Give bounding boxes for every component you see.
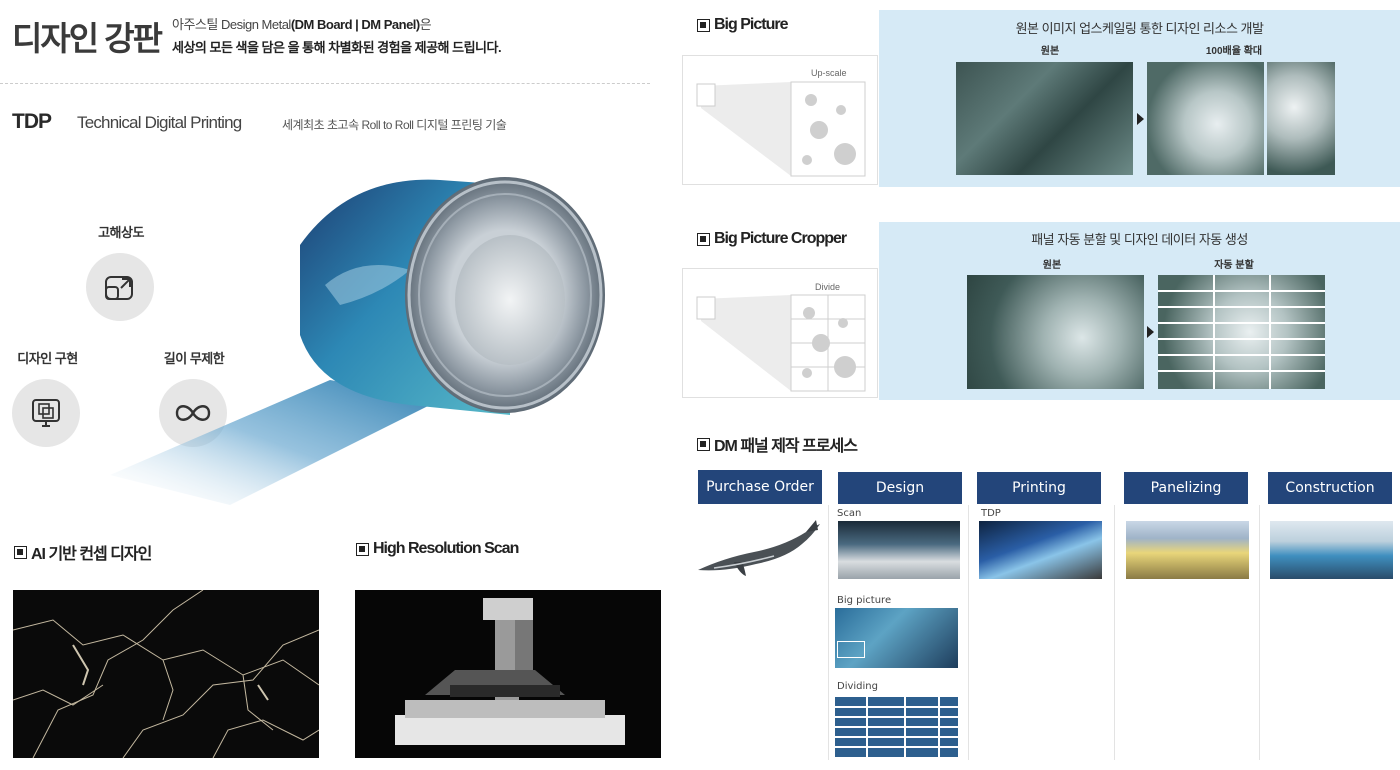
scan-image (838, 521, 960, 579)
step-printing: Printing (977, 472, 1101, 504)
divide-diagram: Divide (682, 268, 878, 398)
section-dm-process: DM 패널 제작 프로세스 (697, 432, 858, 456)
step-construction: Construction (1268, 472, 1392, 504)
zoom-100x-label: 100배율 확대 (1205, 46, 1263, 57)
feature-high-resolution: 고해상도 (86, 222, 156, 321)
checkbox-square-icon (697, 437, 710, 451)
checkbox-square-icon (14, 545, 27, 559)
auto-divide-label: 자동 분할 (1214, 260, 1254, 271)
section-high-res-scan: High Resolution Scan (356, 540, 519, 558)
steel-coil-illustration (110, 175, 620, 505)
checkbox-square-icon (697, 232, 710, 246)
step-panelizing: Panelizing (1124, 472, 1248, 504)
construction-image (1270, 521, 1393, 579)
feature-label: 디자인 구현 (17, 351, 78, 366)
divided-panel-image (1158, 275, 1325, 389)
intro-line-1: 아주스틸 Design Metal(DM Board | DM Panel)은 (172, 17, 432, 32)
feature-label: 고해상도 (98, 225, 144, 240)
caption-dividing: Dividing (837, 681, 878, 692)
original-label: 원본 (1040, 46, 1060, 57)
intro-line-2: 세상의 모든 색을 담은 을 통해 차별화된 경험을 제공해 드립니다. (172, 40, 502, 55)
upscale-label: Up-scale (811, 68, 847, 78)
checkbox-square-icon (697, 18, 710, 32)
panelizing-image (1126, 521, 1249, 579)
caption-tdp: TDP (981, 508, 1001, 519)
tdp-printing-image (979, 521, 1102, 579)
column-divider (1114, 505, 1115, 760)
cropper-panel: 패널 자동 분할 및 디자인 데이터 자동 생성 원본 자동 분할 (879, 222, 1400, 400)
feature-unlimited-length: 길이 무제한 (158, 348, 230, 447)
dividing-image (835, 697, 958, 757)
step-purchase-order: Purchase Order (698, 470, 822, 504)
caption-big-picture: Big picture (837, 595, 892, 606)
original-label: 원본 (1042, 260, 1062, 271)
divide-label: Divide (815, 282, 841, 292)
column-divider (1259, 505, 1260, 760)
checkbox-square-icon (356, 542, 369, 556)
original-marble-image (956, 62, 1133, 175)
crop-frame (837, 641, 865, 658)
big-picture-panel-title: 원본 이미지 업스케일링 통한 디자인 리소스 개발 (1015, 21, 1264, 36)
section-ai-design: AI 기반 컨셉 디자인 (14, 540, 152, 564)
original-panel-image (967, 275, 1144, 389)
scanner-image (355, 590, 661, 758)
cropper-panel-title: 패널 자동 분할 및 디자인 데이터 자동 생성 (1031, 232, 1248, 247)
column-divider (828, 505, 829, 760)
big-picture-panel: 원본 이미지 업스케일링 통한 디자인 리소스 개발 원본 100배율 확대 (879, 10, 1400, 187)
monitor-design-icon (12, 379, 80, 447)
arrow-right-icon (1147, 326, 1154, 338)
upscaled-image-1 (1147, 62, 1264, 175)
feature-label: 길이 무제한 (163, 351, 225, 366)
section-big-picture: Big Picture (697, 16, 788, 34)
tdp-full-name: Technical Digital Printing (77, 113, 242, 132)
tdp-abbreviation: TDP (12, 110, 52, 133)
expand-icon (86, 253, 154, 321)
page-title: 디자인 강판 (12, 20, 163, 57)
big-picture-image (835, 608, 958, 668)
arrow-right-icon (1137, 113, 1144, 125)
step-design: Design (838, 472, 962, 504)
upscaled-image-2 (1267, 62, 1335, 175)
feature-design-implementation: 디자인 구현 (10, 348, 85, 447)
marble-design-image (13, 590, 319, 758)
column-divider (968, 505, 969, 760)
upscale-diagram: Up-scale (682, 55, 878, 185)
caption-scan: Scan (837, 508, 862, 519)
section-big-picture-cropper: Big Picture Cropper (697, 230, 847, 248)
dotted-divider (0, 83, 650, 84)
tdp-description: 세계최초 초고속 Roll to Roll 디지털 프린팅 기술 (282, 118, 507, 132)
whale-image (694, 518, 822, 578)
